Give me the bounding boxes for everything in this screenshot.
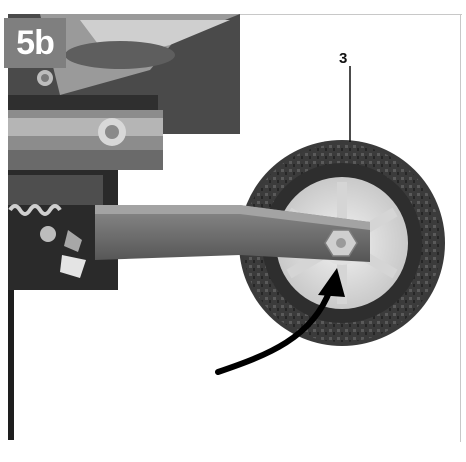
- wheel-arm: [95, 205, 370, 262]
- axle-bracket: [8, 110, 163, 170]
- figure-badge-label: 5b: [16, 23, 55, 62]
- bolt-icon: [324, 229, 358, 257]
- frame-border-top: [240, 14, 462, 15]
- spring-icon: [8, 204, 62, 216]
- curved-arrow-icon: [215, 268, 345, 375]
- frame-border-right: [460, 14, 461, 442]
- figure-badge: 5b: [4, 18, 66, 68]
- callout-number: 3: [339, 50, 348, 67]
